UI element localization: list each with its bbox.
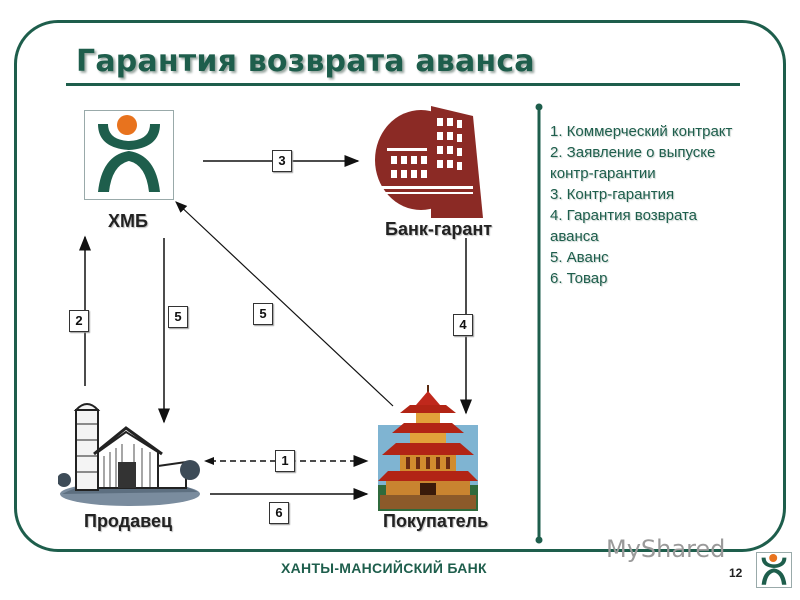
arrow-contract-back-head — [204, 457, 214, 465]
bank-building-icon — [375, 106, 483, 218]
step-label-hmb-to-bank: 3 — [272, 150, 292, 172]
step-label-hmb-to-seller: 5 — [168, 306, 188, 328]
title-underline — [66, 83, 740, 86]
legend-line: 2. Заявление о выпуске — [550, 144, 716, 161]
legend: 1. Коммерческий контракт 2. Заявление о … — [550, 121, 732, 289]
slide-title: Гарантия возврата аванса — [76, 44, 535, 79]
step-label-contract: 1 — [275, 450, 295, 472]
node-buyer-label: Покупатель — [383, 511, 489, 531]
legend-line: аванса — [550, 228, 599, 245]
step-label-seller-to-hmb: 2 — [69, 310, 89, 332]
legend-line: 3. Контр-гарантия — [550, 186, 675, 203]
step-label-goods: 6 — [269, 502, 289, 524]
step-label-bank-to-buyer: 4 — [453, 314, 473, 336]
legend-line: 5. Аванс — [550, 249, 609, 266]
barn-icon — [58, 403, 200, 506]
footer-bank-name: ХАНТЫ-МАНСИЙСКИЙ БАНК — [281, 560, 487, 576]
pagoda-icon — [378, 385, 478, 511]
node-seller-label: Продавец — [84, 511, 173, 531]
legend-line: контр-гарантии — [550, 165, 656, 182]
legend-line: 1. Коммерческий контракт — [550, 123, 733, 140]
node-hmb-label: ХМБ — [108, 211, 148, 231]
slide-frame — [14, 20, 786, 552]
node-bank-guarantor-label: Банк-гарант — [385, 219, 493, 239]
page-number: 12 — [729, 566, 743, 580]
watermark: MyShared — [606, 535, 726, 563]
legend-line: 6. Товар — [550, 270, 608, 287]
legend-line: 4. Гарантия возврата — [550, 207, 698, 224]
hmb-logo-icon — [84, 110, 174, 200]
step-label-buyer-to-hmb: 5 — [253, 303, 273, 325]
arrow-buyer-to-hmb — [175, 201, 394, 407]
footer-logo-icon — [756, 552, 792, 588]
